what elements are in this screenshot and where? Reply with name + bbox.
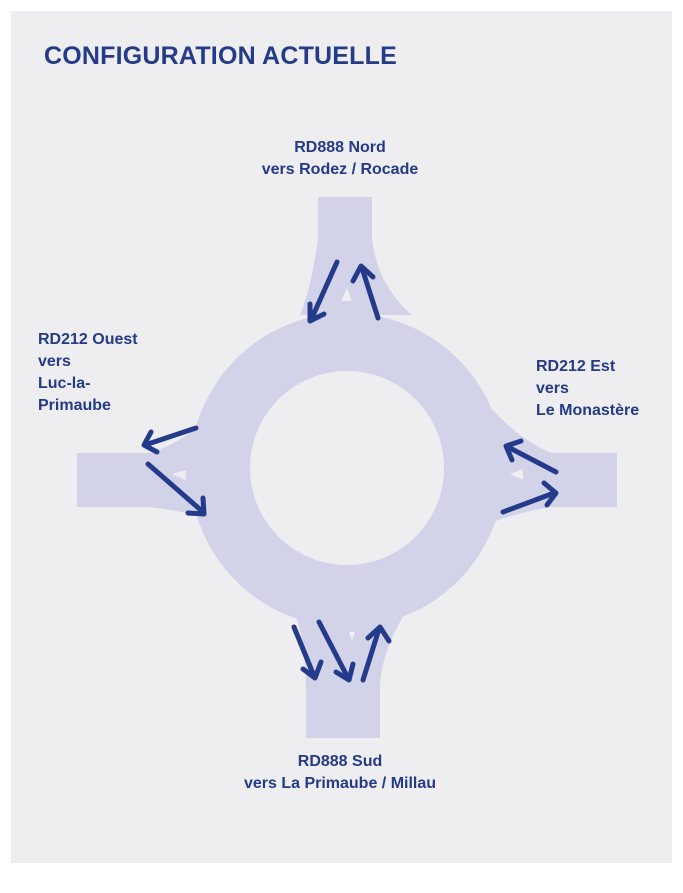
- south-inbound-arrow-1: [291, 624, 324, 681]
- east-destination: Le Monastère: [536, 402, 640, 419]
- south-destination: vers La Primaube / Millau: [243, 775, 437, 792]
- south-splitter-island: [349, 632, 355, 641]
- east-direction-word: vers: [536, 380, 569, 397]
- west-branch-label: RD212 Ouest vers Luc-la- Primaube: [38, 329, 188, 417]
- east-inbound-arrow: [503, 438, 559, 475]
- north-inbound-arrow: [307, 259, 340, 324]
- south-inbound-arrow-2: [316, 619, 356, 683]
- north-road-name: RD888 Nord: [294, 139, 386, 156]
- east-branch-road: [493, 410, 617, 522]
- east-outbound-arrow: [500, 480, 559, 515]
- north-branch-road: [300, 197, 412, 315]
- south-road-name: RD888 Sud: [297, 753, 383, 770]
- west-road-name: RD212 Ouest: [38, 331, 138, 348]
- west-destination-part-1: Luc-la-: [38, 375, 91, 392]
- south-branch-label: RD888 Sud vers La Primaube / Millau: [180, 751, 500, 795]
- west-destination-part-2: Primaube: [38, 397, 111, 414]
- east-road-name: RD212 Est: [536, 358, 616, 375]
- central-island: [250, 371, 444, 565]
- west-outbound-arrow: [141, 425, 199, 455]
- page-title: CONFIGURATION ACTUELLE: [44, 42, 397, 70]
- north-outbound-arrow: [350, 263, 381, 321]
- north-splitter-island: [341, 288, 352, 301]
- north-destination: vers Rodez / Rocade: [261, 161, 419, 178]
- east-splitter-island: [510, 469, 523, 480]
- west-inbound-arrow: [145, 461, 207, 517]
- north-branch-label: RD888 Nord vers Rodez / Rocade: [200, 137, 480, 181]
- west-splitter-island: [172, 470, 186, 480]
- west-direction-word: vers: [38, 353, 71, 370]
- east-branch-label: RD212 Est vers Le Monastère: [536, 356, 676, 422]
- splitter-islands: [172, 288, 523, 641]
- south-outbound-arrow: [360, 624, 392, 683]
- traffic-arrows: [141, 259, 559, 683]
